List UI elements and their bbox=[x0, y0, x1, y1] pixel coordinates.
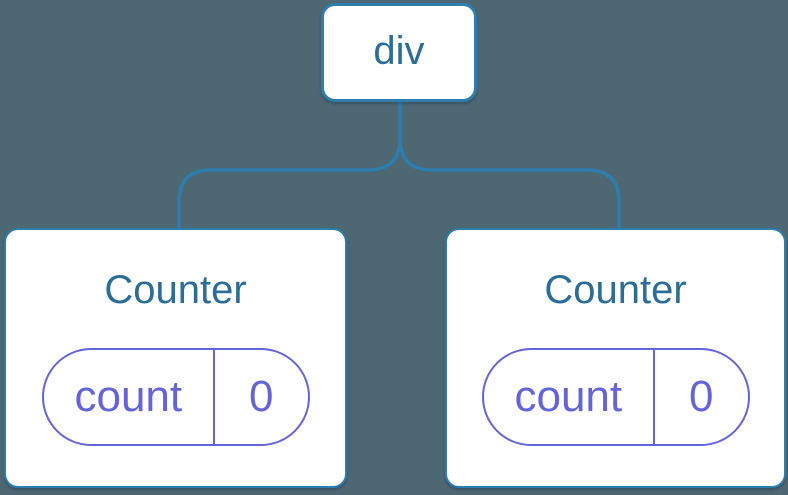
connector-right-branch bbox=[398, 101, 621, 229]
counter-1-title: Counter bbox=[104, 268, 247, 312]
counter-1-state-pill: count 0 bbox=[41, 348, 310, 446]
tree-node-counter-1: Counter count 0 bbox=[4, 228, 347, 488]
counter-2-state-key: count bbox=[484, 350, 656, 444]
div-node-label: div bbox=[373, 28, 425, 73]
tree-node-div: div bbox=[321, 3, 477, 102]
counter-1-state-value: 0 bbox=[249, 372, 274, 421]
counter-1-state-key: count bbox=[44, 350, 216, 444]
counter-2-title: Counter bbox=[544, 268, 687, 312]
connector-left-branch bbox=[177, 101, 402, 229]
counter-2-state-value: 0 bbox=[689, 372, 714, 421]
counter-2-state-pill: count 0 bbox=[481, 348, 750, 446]
tree-node-counter-2: Counter count 0 bbox=[445, 228, 786, 488]
